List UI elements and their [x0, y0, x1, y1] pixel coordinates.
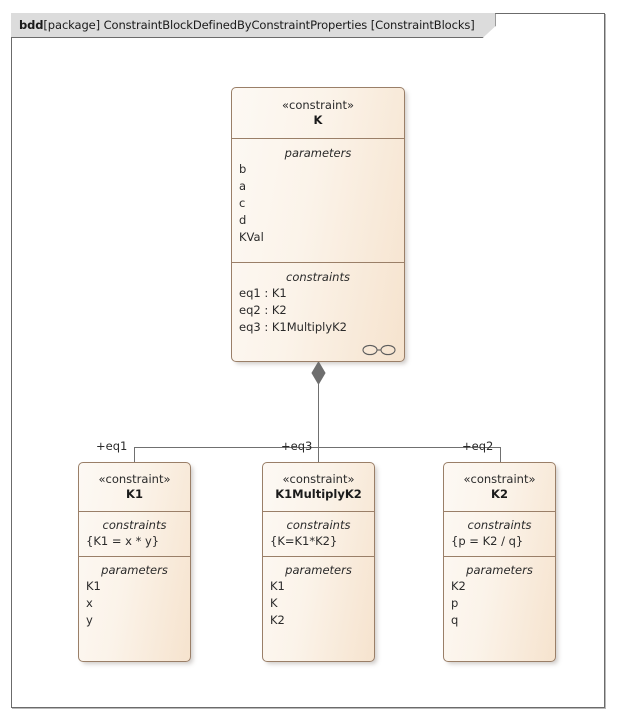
block-K2-parameters-compartment: parameters K2 p q [444, 556, 555, 661]
connector-drop-eq3 [318, 447, 319, 462]
block-K2-constraint-item: {p = K2 / q} [451, 534, 524, 548]
block-K2-parameters-title: parameters [466, 563, 533, 577]
block-K1-parameters-title: parameters [101, 563, 168, 577]
block-K1MultiplyK2-parameter-item: K1 [270, 579, 285, 593]
block-K-constraints-title: constraints [286, 270, 350, 284]
connector-stem-vertical [318, 382, 319, 447]
block-K1-stereotype: «constraint» [98, 472, 171, 486]
block-K-constraint-item: eq1 : K1 [239, 286, 287, 300]
block-K1MultiplyK2-parameters-compartment: parameters K1 K K2 [263, 556, 374, 661]
role-label-eq2: +eq2 [462, 439, 494, 453]
role-label-eq1: +eq1 [96, 439, 128, 453]
block-K1-parameter-item: y [86, 613, 93, 627]
block-K2-constraints-title: constraints [467, 518, 532, 532]
diagram-scope-label: [package] [43, 18, 101, 32]
block-K1-header: «constraint» K1 [79, 463, 190, 511]
block-K-name: K [313, 113, 323, 127]
block-K1-constraints-compartment: constraints {K1 = x * y} [79, 511, 190, 556]
block-K1MultiplyK2-header: «constraint» K1MultiplyK2 [263, 463, 374, 511]
block-K1MultiplyK2-constraint-item: {K=K1*K2} [270, 534, 338, 548]
block-K2-constraints-compartment: constraints {p = K2 / q} [444, 511, 555, 556]
diagram-frame-label: bdd[package] ConstraintBlockDefinedByCon… [19, 18, 475, 32]
block-K-parameter-item: c [239, 196, 246, 210]
block-K1MultiplyK2-constraints-compartment: constraints {K=K1*K2} [263, 511, 374, 556]
block-K2-header: «constraint» K2 [444, 463, 555, 511]
block-K1-parameter-item: K1 [86, 579, 101, 593]
block-K-parameters-title: parameters [284, 146, 352, 160]
connector-horizontal-bar [134, 447, 500, 448]
block-K1-constraint-item: {K1 = x * y} [86, 534, 160, 548]
block-K-parameter-item: d [239, 213, 247, 227]
constraint-block-K1MultiplyK2[interactable]: «constraint» K1MultiplyK2 constraints {K… [262, 462, 375, 662]
block-K2-parameter-item: q [451, 613, 459, 627]
diagram-kind-label: bdd [19, 18, 44, 32]
block-K1MultiplyK2-parameters-title: parameters [285, 563, 352, 577]
connector-drop-eq1 [134, 447, 135, 462]
block-K1MultiplyK2-stereotype: «constraint» [282, 472, 355, 486]
block-K1MultiplyK2-parameter-item: K [270, 596, 278, 610]
block-K2-parameter-item: K2 [451, 579, 466, 593]
block-K2-parameter-item: p [451, 596, 459, 610]
block-K-parameter-item: a [239, 179, 247, 193]
connector-drop-eq2 [500, 447, 501, 462]
block-K-parameters-compartment: parameters b a c d KVal [232, 138, 404, 262]
block-K-parameter-item: KVal [239, 230, 264, 244]
block-K-header: «constraint» K [232, 88, 404, 138]
block-K-parameter-item: b [239, 162, 247, 176]
block-K-constraints-compartment: constraints eq1 : K1 eq2 : K2 eq3 : K1Mu… [232, 262, 404, 361]
constraint-block-K1[interactable]: «constraint» K1 constraints {K1 = x * y}… [78, 462, 191, 662]
block-K1MultiplyK2-parameter-item: K2 [270, 613, 285, 627]
constraint-block-K[interactable]: «constraint» K parameters b a c d KVal c… [231, 87, 405, 362]
block-K2-name: K2 [491, 487, 508, 501]
block-K-stereotype: «constraint» [282, 98, 354, 112]
block-K1-parameters-compartment: parameters K1 x y [79, 556, 190, 661]
block-K-constraint-item: eq3 : K1MultiplyK2 [239, 320, 348, 334]
diagram-frame-header-tab[interactable]: bdd[package] ConstraintBlockDefinedByCon… [11, 13, 496, 38]
block-K1-parameter-item: x [86, 596, 93, 610]
diagram-name-label: [ConstraintBlocks] [370, 18, 475, 32]
role-label-eq3: +eq3 [281, 439, 313, 453]
diagram-package-name: ConstraintBlockDefinedByConstraintProper… [103, 18, 368, 32]
block-K1-constraints-title: constraints [102, 518, 167, 532]
block-K1MultiplyK2-constraints-title: constraints [286, 518, 351, 532]
block-K-constraint-item: eq2 : K2 [239, 303, 287, 317]
block-K2-stereotype: «constraint» [463, 472, 536, 486]
parametric-diagram-icon [362, 344, 396, 356]
block-K1MultiplyK2-name: K1MultiplyK2 [275, 487, 362, 501]
constraint-block-K2[interactable]: «constraint» K2 constraints {p = K2 / q}… [443, 462, 556, 662]
block-K1-name: K1 [126, 487, 143, 501]
